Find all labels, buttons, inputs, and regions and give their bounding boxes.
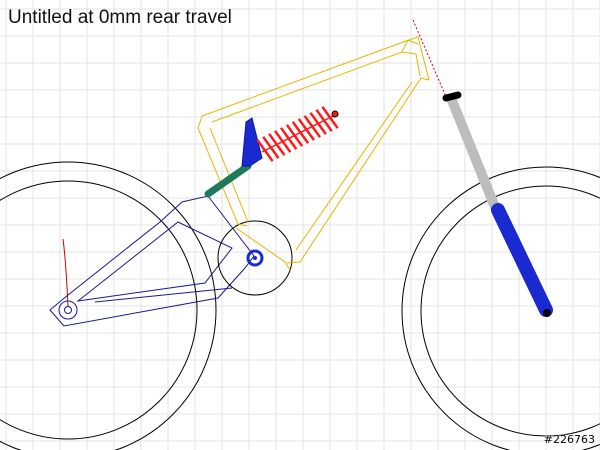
front-axle: [543, 309, 551, 317]
swingarm-outline: [49, 195, 255, 327]
seat-tube: [197, 115, 248, 227]
top-tube: [201, 36, 430, 264]
fork-stanchion: [446, 96, 502, 214]
top-tube-inner: [211, 51, 421, 123]
link-pivot: [205, 191, 211, 197]
shock-spring: [256, 106, 339, 162]
rear-axle-outer: [58, 300, 78, 320]
diagram-title: Untitled at 0mm rear travel: [8, 7, 232, 28]
rocker-link: [204, 162, 252, 198]
frame-gusset: [401, 39, 419, 53]
front-tire-outer: [401, 166, 600, 450]
rear-rim: [0, 180, 198, 440]
down-tube-inner: [295, 81, 413, 251]
chainring: [217, 220, 293, 296]
image-id-watermark: #226763: [543, 433, 595, 446]
fork-crown: [442, 91, 462, 102]
rear-wheel: [0, 161, 217, 450]
bottom-bracket-shell: [235, 227, 291, 271]
swingarm-chainstay: [94, 287, 233, 303]
front-rim: [420, 185, 600, 437]
bottom-bracket: [246, 249, 264, 267]
bottom-bracket-inner: [253, 256, 257, 260]
swingarm: [49, 195, 255, 327]
shock-body-shape: [241, 117, 263, 167]
front-wheel: [401, 166, 600, 450]
seat-tube-inner: [209, 127, 249, 223]
rear-tire-outer: [0, 161, 217, 450]
rear-axle-inner: [64, 306, 72, 314]
swingarm-inner-cutout: [76, 221, 233, 302]
bottom-bracket-outer: [246, 249, 264, 267]
fork-lower: [491, 203, 553, 317]
main-frame: [197, 36, 430, 271]
chainring-circle: [217, 220, 293, 296]
fork: [442, 91, 553, 317]
shock-eyelet: [331, 110, 339, 118]
shock-body: [241, 117, 263, 167]
spring-axis: [261, 115, 334, 153]
